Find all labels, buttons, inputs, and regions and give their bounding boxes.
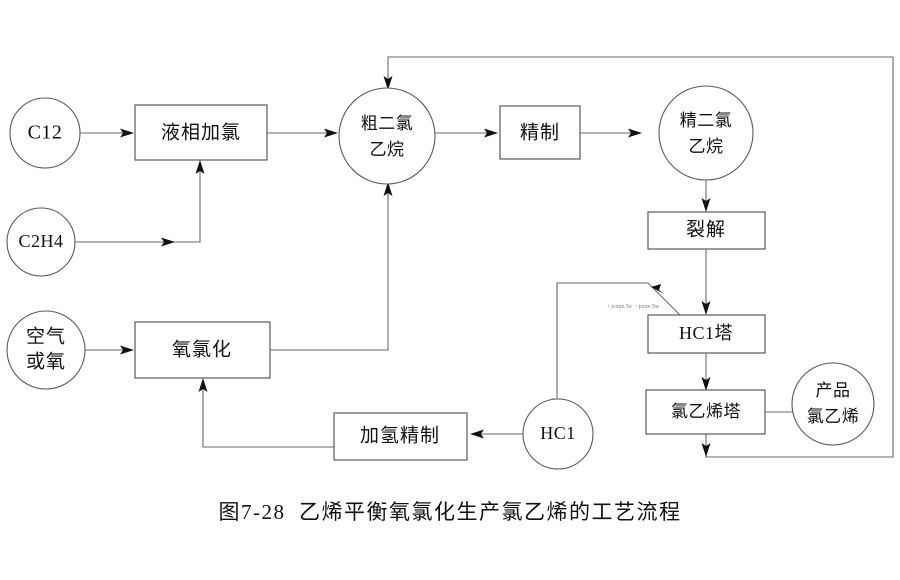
line-hydrogenation-to-oxychlorination	[202, 384, 334, 448]
arrow-vcm-tower-bottom	[701, 443, 711, 457]
node-liquid-chlorination	[134, 104, 268, 161]
node-vcm-tower-label: 氯乙烯塔	[671, 402, 741, 421]
node-pure-edc	[658, 85, 754, 181]
node-c2h4-feed-label: C2H4	[18, 231, 63, 251]
node-cl2-feed	[9, 97, 81, 169]
arrow-air-to-oxychlorination	[120, 345, 134, 355]
arrow-pure-edc-to-cracking	[701, 198, 711, 212]
scan-noise-artifact: ・zroon 5x ・poon 5w	[606, 304, 660, 310]
arrow-c2h4-branch	[161, 237, 175, 247]
node-hcl-stream-label: HC1	[540, 423, 576, 443]
node-crude-edc-label-line1: 粗二氯	[361, 114, 414, 133]
arrow-hcl-tower-to-vcm-tower	[701, 377, 711, 391]
node-cracking-label: 裂解	[686, 218, 726, 240]
node-crude-edc	[338, 87, 436, 185]
arrow-hydrogenation-to-oxychlorination	[198, 378, 208, 392]
node-oxychlorination	[134, 321, 271, 379]
line-c2h4-to-liquid-chlorination	[74, 166, 201, 243]
arrow-hcl-tower-diagonal	[651, 284, 664, 294]
line-oxychlorination-to-crude-edc	[270, 188, 389, 351]
node-c2h4-feed	[6, 207, 76, 277]
node-product-vcm-label-line2: 氯乙烯	[807, 407, 860, 426]
arrow-cl2-to-liquid-chlorination	[120, 128, 134, 138]
arrow-crude-edc-to-refining	[484, 128, 498, 138]
node-hcl-stream	[522, 398, 594, 470]
node-pure-edc-label-line1: 精二氯	[680, 111, 733, 130]
figure-caption: 图7-28 乙烯平衡氧氯化生产氯乙烯的工艺流程	[218, 500, 682, 524]
arrow-oxychlorination-to-crude-edc	[383, 182, 393, 196]
node-hydrogenation-refining	[333, 412, 468, 461]
arrow-cracking-to-hcl-tower	[701, 301, 711, 315]
arrow-liquid-chlorination-to-crude-edc	[324, 128, 338, 138]
node-hydrogenation-refining-label: 加氢精制	[360, 424, 440, 446]
node-cl2-feed-label: C12	[28, 122, 63, 144]
arrow-recycle-into-crude-edc	[383, 76, 393, 90]
node-liquid-chlorination-label: 液相加氯	[161, 121, 241, 143]
node-product-vcm-label-line1: 产品	[816, 381, 851, 400]
node-hcl-tower-label: HC1塔	[679, 323, 733, 343]
node-oxychlorination-label: 氧氯化	[172, 338, 232, 360]
node-cracking	[647, 211, 766, 250]
node-hcl-tower	[647, 314, 766, 354]
arrow-hcl-stream-to-hydrogenation	[470, 429, 484, 439]
arrow-refining-to-pure-edc	[628, 128, 642, 138]
arrow-c2h4-into-liquid-chlorination	[195, 160, 205, 174]
line-hcl-tower-to-hcl-stream	[556, 282, 681, 406]
node-refining-label: 精制	[520, 121, 560, 143]
node-air-oxygen-feed-label-line2: 或氧	[26, 350, 66, 372]
node-refining	[499, 105, 581, 160]
node-crude-edc-label-line2: 乙烷	[370, 140, 405, 159]
node-air-oxygen-feed	[6, 310, 86, 390]
node-pure-edc-label-line2: 乙烷	[689, 137, 724, 156]
node-air-oxygen-feed-label-line1: 空气	[26, 325, 66, 347]
node-product-vcm	[791, 362, 875, 446]
node-vcm-tower	[645, 389, 766, 435]
